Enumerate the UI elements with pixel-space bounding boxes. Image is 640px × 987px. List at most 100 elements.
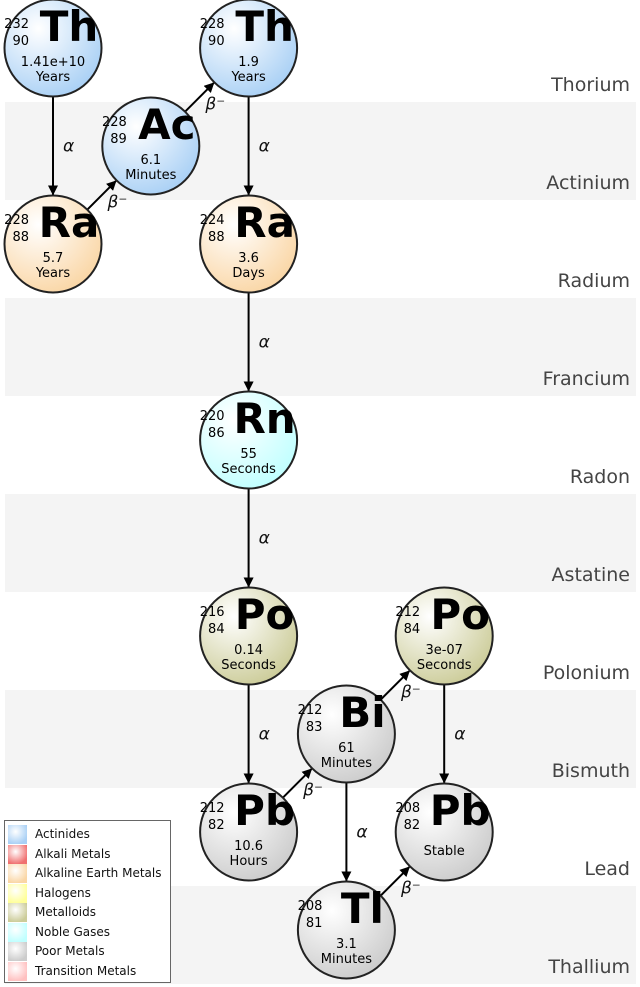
- half-life-value: 3e-07: [425, 643, 463, 658]
- mass-number: 212: [395, 605, 420, 620]
- half-life-value: 0.14: [234, 643, 263, 658]
- half-life-value: 1.9: [238, 55, 259, 70]
- mass-number: 208: [395, 801, 420, 816]
- half-life-unit: Years: [35, 266, 71, 281]
- legend-swatch: [8, 961, 27, 981]
- decay-label-beta-minus: β⁻: [204, 94, 225, 114]
- decay-arrow-pb212-bi212: [282, 768, 313, 799]
- half-life-value: 3.6: [238, 251, 259, 266]
- half-life-unit: Seconds: [221, 658, 276, 673]
- half-life-unit: Stable: [424, 844, 465, 859]
- legend-label: Alkali Metals: [35, 846, 111, 861]
- mass-number: 212: [200, 801, 225, 816]
- decay-label-beta-minus: β⁻: [400, 682, 421, 702]
- half-life-unit: Seconds: [417, 658, 472, 673]
- legend-swatch: [8, 844, 27, 864]
- legend-label: Metalloids: [35, 905, 97, 919]
- decay-label-alpha: α: [259, 529, 270, 549]
- decay-label-alpha: α: [454, 725, 465, 745]
- half-life-value: 10.6: [234, 839, 263, 854]
- atomic-number: 81: [306, 916, 323, 931]
- legend-swatch: [8, 903, 27, 922]
- nuclide-nodes: Th232901.41e+10YearsRa228885.7YearsAc228…: [3, 0, 494, 980]
- legend-item: Alkali Metals: [8, 844, 168, 864]
- legend-label: Noble Gases: [35, 924, 111, 939]
- atomic-number: 89: [110, 132, 127, 147]
- row-label-francium: Francium: [542, 368, 630, 390]
- element-symbol: Po: [430, 590, 490, 639]
- decay-arrow-bi212-po212: [379, 670, 410, 701]
- mass-number: 212: [298, 703, 323, 718]
- atomic-number: 90: [12, 34, 29, 49]
- row-label-lead: Lead: [584, 858, 630, 880]
- row-label-radium: Radium: [557, 270, 630, 292]
- row-label-radon: Radon: [569, 466, 630, 488]
- atomic-number: 82: [404, 818, 421, 833]
- element-symbol: Tl: [341, 884, 384, 933]
- mass-number: 208: [298, 899, 323, 914]
- atomic-number: 88: [208, 230, 225, 245]
- legend-item: Metalloids: [8, 903, 168, 922]
- legend-item: Noble Gases: [8, 922, 168, 942]
- element-symbol: Pb: [430, 786, 491, 835]
- decay-label-beta-minus: β⁻: [400, 878, 421, 898]
- half-life-unit: Years: [35, 70, 71, 85]
- half-life-unit: Hours: [230, 854, 268, 869]
- element-symbol: Bi: [339, 688, 385, 737]
- legend-item: Alkaline Earth Metals: [8, 864, 168, 883]
- mass-number: 220: [200, 409, 225, 424]
- row-label-polonium: Polonium: [542, 662, 630, 684]
- element-symbol: Ra: [234, 198, 295, 247]
- row-label-thorium: Thorium: [551, 74, 630, 96]
- decay-label-alpha: α: [259, 725, 270, 745]
- legend-label: Actinides: [35, 827, 90, 841]
- nuclide-circle: [296, 684, 396, 784]
- legend-item: Poor Metals: [8, 942, 168, 961]
- decay-label-beta-minus: β⁻: [302, 780, 323, 800]
- legend-item: Transition Metals: [8, 961, 168, 981]
- nuclide-circle: [199, 586, 299, 686]
- half-life-unit: Years: [230, 70, 266, 85]
- decay-arrow-tl208-pb208: [379, 866, 410, 897]
- half-life-value: 55: [240, 447, 257, 462]
- half-life-value: 3.1: [336, 937, 357, 952]
- row-band-francium: [5, 298, 636, 396]
- decay-label-alpha: α: [259, 137, 270, 157]
- row-label-bismuth: Bismuth: [551, 760, 630, 782]
- atomic-number: 86: [208, 426, 225, 441]
- row-label-astatine: Astatine: [551, 564, 630, 586]
- legend-swatch: [8, 825, 27, 844]
- element-symbol: Th: [235, 2, 294, 51]
- nuclide-circle: [3, 194, 103, 294]
- half-life-value: 5.7: [43, 251, 64, 266]
- half-life-unit: Minutes: [125, 168, 176, 183]
- decay-arrow-ra228-ac228: [86, 180, 117, 211]
- element-symbol: Po: [235, 590, 295, 639]
- atomic-number: 84: [208, 622, 225, 637]
- nuclide-circle: [394, 586, 494, 686]
- row-label-actinium: Actinium: [546, 172, 630, 194]
- legend-label: Poor Metals: [35, 944, 105, 958]
- decay-label-alpha: α: [356, 823, 367, 843]
- legend-label: Alkaline Earth Metals: [35, 866, 162, 880]
- half-life-unit: Minutes: [321, 756, 372, 771]
- half-life-value: 61: [338, 741, 355, 756]
- nuclide-circle: [3, 0, 103, 98]
- element-symbol: Pb: [234, 786, 295, 835]
- mass-number: 232: [4, 17, 29, 32]
- atomic-number: 88: [12, 230, 29, 245]
- mass-number: 228: [4, 213, 29, 228]
- mass-number: 224: [200, 213, 225, 228]
- element-symbol: Ac: [138, 100, 195, 149]
- decay-label-beta-minus: β⁻: [107, 192, 128, 212]
